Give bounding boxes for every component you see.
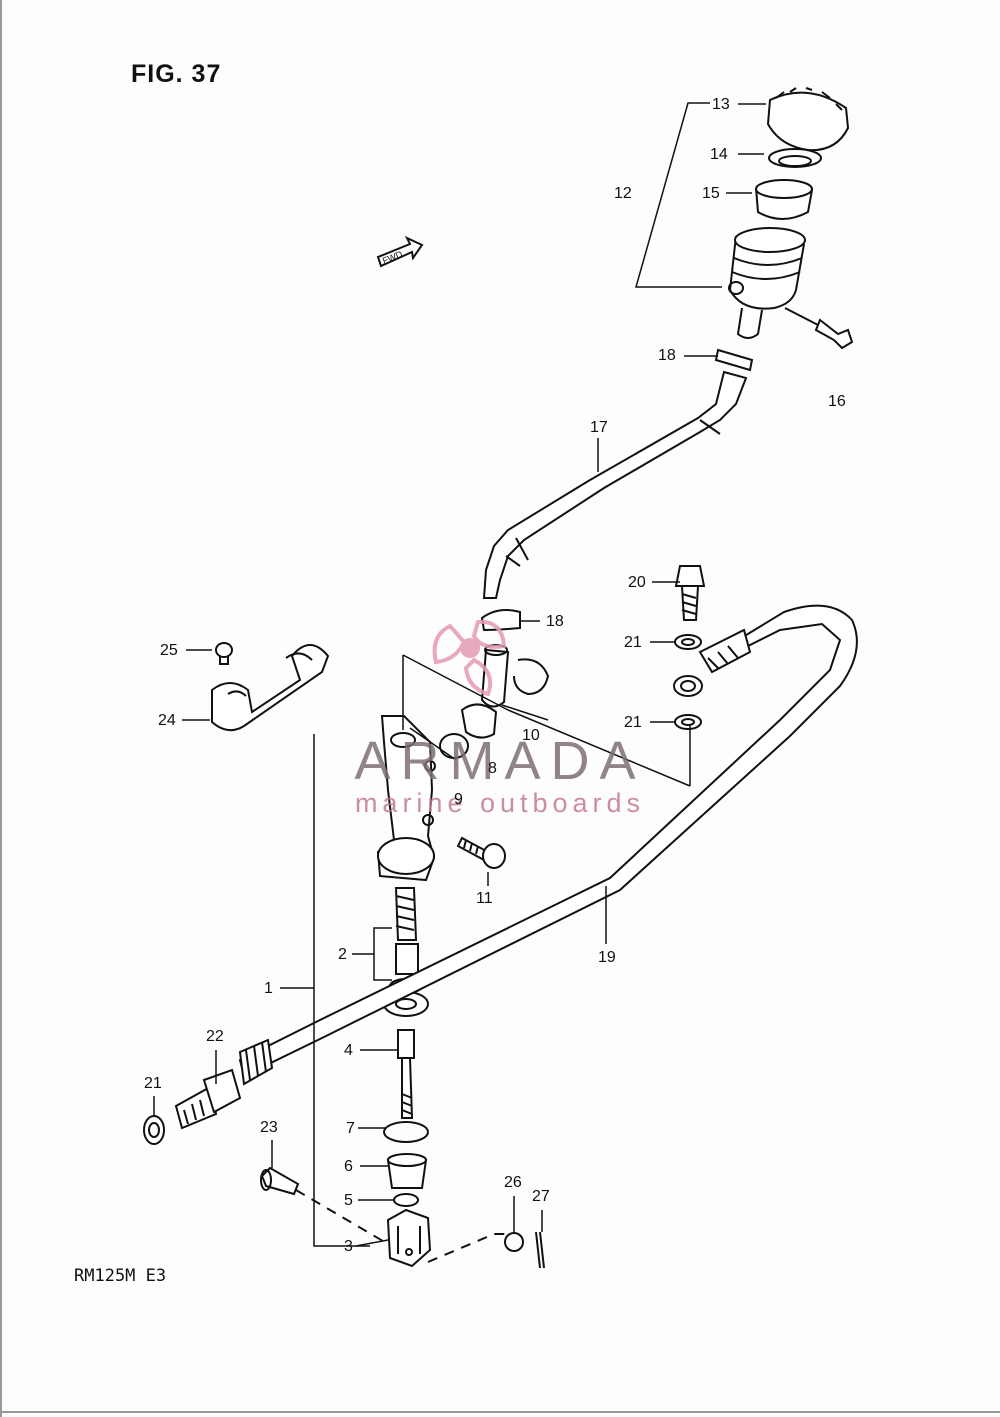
- reservoir-hose-17: [482, 370, 748, 599]
- callout-label: 18: [546, 613, 564, 630]
- callout-label: 7: [346, 1120, 355, 1137]
- pin-axis-line: [295, 1189, 389, 1245]
- callout-label: 16: [828, 393, 846, 410]
- cotter-pin-27: [535, 1231, 545, 1269]
- callout-label: 10: [522, 727, 540, 744]
- callout-label: 5: [344, 1192, 353, 1209]
- callout-label: 2: [338, 946, 347, 963]
- watermark-brand: ARMADA: [354, 731, 646, 791]
- callout-label: 21: [624, 634, 642, 651]
- callout-label: 9: [454, 791, 463, 808]
- bolt-16: [814, 318, 854, 350]
- callout-label: 18: [658, 347, 676, 364]
- callout-label: 19: [598, 949, 616, 966]
- bracket-12: [635, 102, 722, 288]
- connector-8: [460, 703, 498, 739]
- bracket-23: [211, 644, 330, 732]
- fwd-arrow-icon: FWD: [376, 235, 424, 268]
- figure-title: FIG. 37: [131, 60, 222, 88]
- screw-24: [215, 642, 233, 658]
- reservoir-cap: [766, 91, 850, 152]
- callout-label: 26: [504, 1174, 522, 1191]
- callout-label: 21: [144, 1075, 162, 1092]
- washer-21-c: [143, 1115, 165, 1145]
- callout-label: 21: [624, 714, 642, 731]
- scan-edge-bottom: [0, 1411, 1000, 1413]
- push-rod-4: [401, 1057, 414, 1119]
- circlip-10: [513, 658, 550, 696]
- nut-5: [393, 1193, 419, 1207]
- banjo-fitting: [673, 675, 703, 697]
- callout-label: 27: [532, 1188, 550, 1205]
- scan-edge-left: [0, 0, 2, 1417]
- clevis-3: [386, 1208, 432, 1268]
- fwd-label: FWD: [381, 249, 404, 266]
- clamp-18-upper: [714, 348, 754, 372]
- model-label: RM125M E3: [74, 1266, 167, 1286]
- callout-label: 12: [614, 185, 632, 202]
- callout-label: 4: [344, 1042, 353, 1059]
- washer-26: [504, 1232, 524, 1252]
- banjo-bolt-20: [674, 565, 706, 587]
- reservoir-assembly: [728, 87, 854, 350]
- leader-lines: [153, 102, 766, 1247]
- callout-label: 11: [476, 890, 493, 907]
- washer-21-b: [674, 714, 702, 730]
- bolt-16-leader: [784, 307, 821, 327]
- piston: [395, 943, 419, 975]
- clutch-hose-19: [238, 604, 858, 1078]
- callout-label: 23: [260, 1119, 278, 1136]
- cap-plate: [768, 148, 822, 168]
- reservoir-outlet: [736, 307, 763, 339]
- washer-21-a: [674, 634, 702, 650]
- callout-label: 22: [206, 1028, 224, 1045]
- callout-label: 20: [628, 574, 646, 591]
- callout-label: 25: [160, 642, 178, 659]
- push-rod-boot: [397, 1029, 415, 1059]
- callout-label: 8: [488, 760, 497, 777]
- callout-label: 6: [344, 1158, 353, 1175]
- master-cylinder: [376, 715, 436, 882]
- callout-label: 17: [590, 419, 608, 436]
- callout-label: 14: [710, 146, 728, 163]
- watermark: ARMADA marine outboards: [300, 619, 700, 819]
- watermark-tagline: marine outboards: [354, 788, 646, 818]
- callout-label: 24: [158, 712, 176, 729]
- callout-label: 15: [702, 185, 720, 202]
- pin-axis-line-2: [427, 1233, 508, 1263]
- callout-label: 3: [344, 1238, 353, 1255]
- callout-label: 1: [264, 980, 273, 997]
- callout-label: 13: [712, 96, 730, 113]
- propeller-logo-icon: [432, 619, 507, 696]
- hose-end-upper: [698, 628, 752, 674]
- reservoir-body: [728, 235, 805, 310]
- circlip-7: [383, 1121, 429, 1143]
